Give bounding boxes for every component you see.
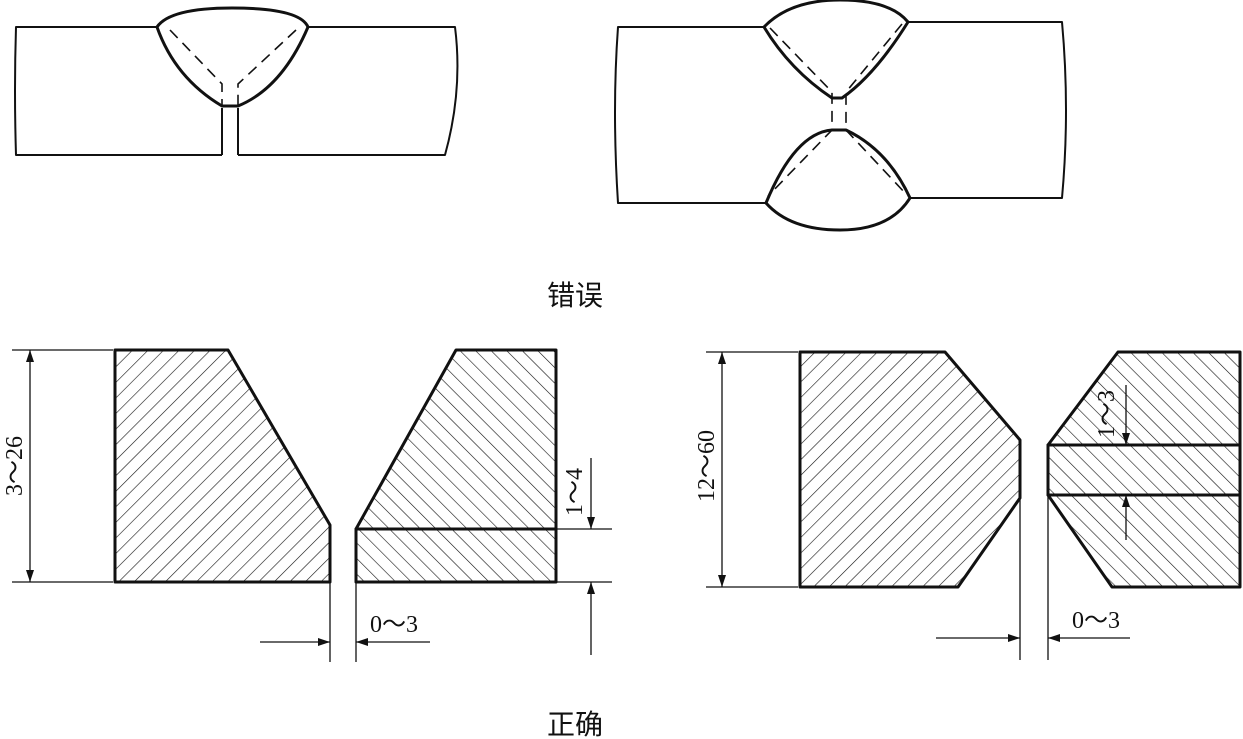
- root-face-label: 1～4: [562, 468, 588, 516]
- gap-label: 0～3: [370, 612, 418, 638]
- groove-line-right: [237, 29, 297, 106]
- left-plate-outline: [14, 26, 222, 156]
- left-plate-outline: [614, 26, 766, 204]
- caption-wrong: 错误: [547, 279, 603, 312]
- right-plate-root-face: [1046, 443, 1242, 497]
- right-plate-bevel-section: [354, 348, 558, 531]
- wrong-double-v-weld: [614, 0, 1067, 232]
- right-plate-outline: [238, 26, 459, 156]
- correct-double-v-groove: 12～60 1～3 0～3: [694, 350, 1242, 660]
- right-plate-outline: [908, 21, 1067, 199]
- correct-single-v-groove: 3～26 1～4 0～3: [2, 348, 612, 662]
- lower-weld-bead: [764, 128, 912, 232]
- groove-line-right: [845, 23, 907, 195]
- gap-label: 0～3: [1072, 608, 1120, 634]
- right-plate-root-face: [354, 527, 558, 584]
- left-plate-section: [798, 350, 1022, 589]
- caption-correct: 正确: [547, 708, 603, 739]
- right-plate-lower-bevel: [1046, 493, 1242, 589]
- groove-line-left: [767, 27, 833, 197]
- root-face-label: 1～3: [1094, 390, 1120, 438]
- weld-bead: [155, 6, 310, 108]
- groove-line-left: [169, 29, 223, 106]
- thickness-label: 3～26: [2, 436, 28, 496]
- wrong-single-v-weld: [14, 6, 459, 156]
- thickness-label: 12～60: [694, 430, 720, 502]
- right-plate-upper-bevel: [1046, 350, 1242, 447]
- upper-weld-bead: [762, 0, 910, 100]
- left-plate-section: [113, 348, 332, 584]
